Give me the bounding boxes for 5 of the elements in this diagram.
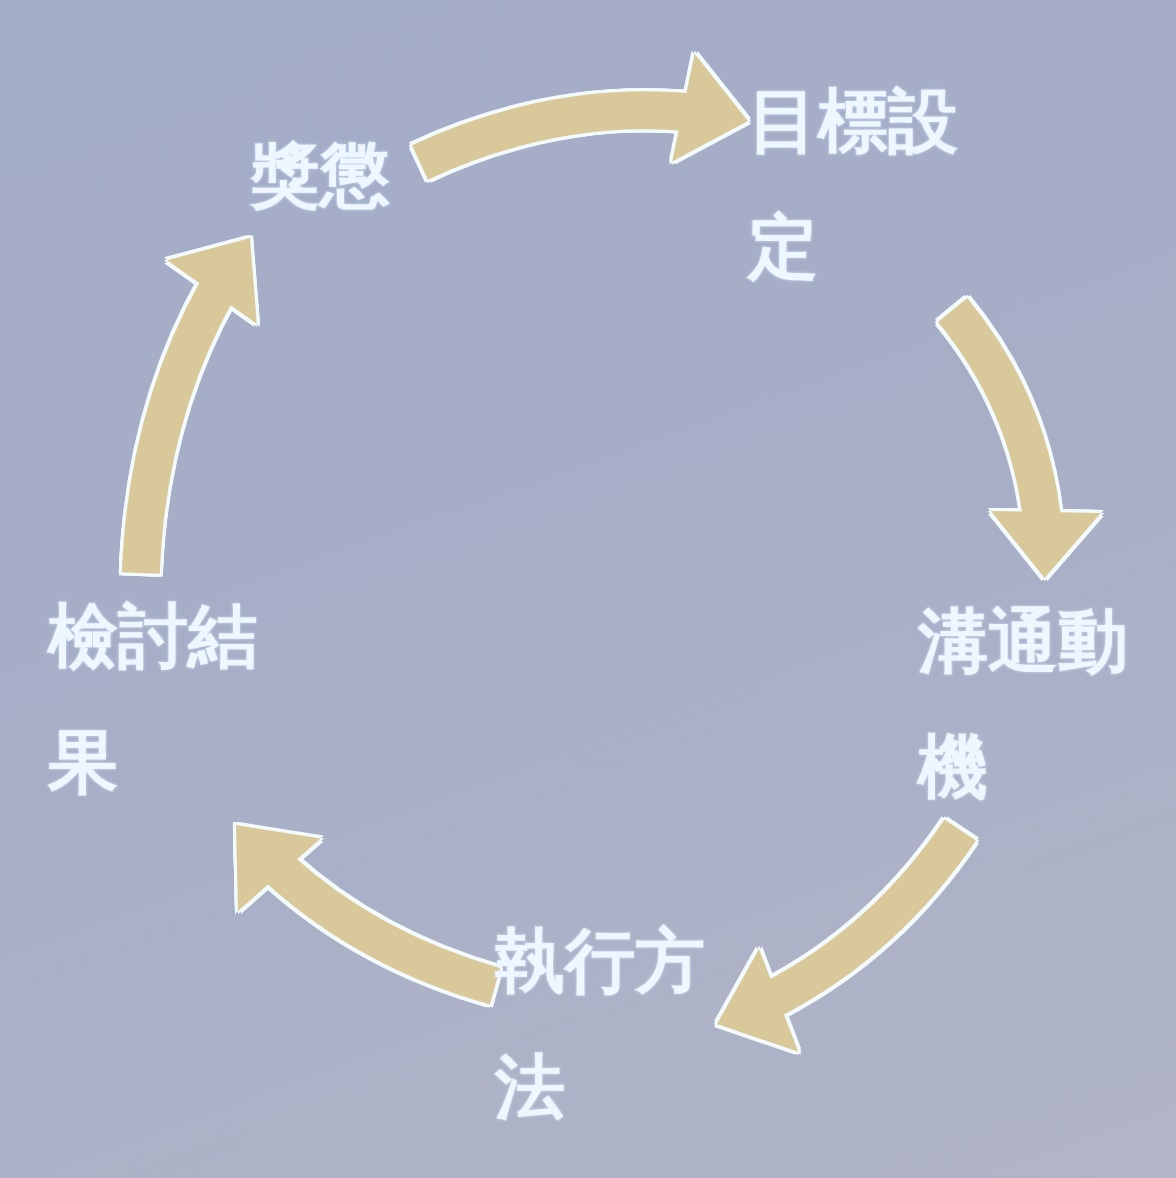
step-label: 目標設定	[748, 58, 968, 310]
step-label: 執行方法	[495, 898, 717, 1150]
step-label: 溝通動機	[918, 578, 1140, 830]
step-label: 檢討結果	[48, 573, 280, 825]
step-label: 獎懲	[250, 112, 420, 238]
